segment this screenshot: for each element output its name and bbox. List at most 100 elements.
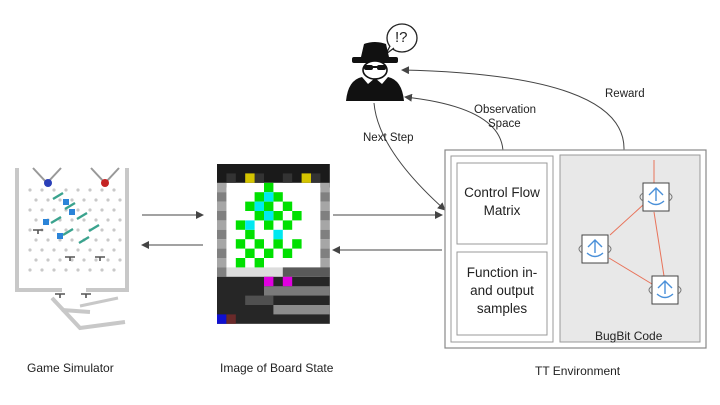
peg xyxy=(46,238,50,242)
blue-bit xyxy=(69,209,75,215)
peg-grid xyxy=(28,188,122,298)
peg xyxy=(58,198,62,202)
peg xyxy=(76,228,80,232)
green-cell xyxy=(254,211,264,221)
thought-text: !? xyxy=(395,29,408,46)
red-cell xyxy=(226,314,236,324)
peg xyxy=(100,208,104,212)
paddle xyxy=(50,215,62,225)
green-cell xyxy=(264,220,274,230)
peg xyxy=(70,238,74,242)
wall-cell xyxy=(217,248,227,258)
peg xyxy=(88,188,92,192)
wall-cell xyxy=(217,239,227,249)
reward-arrow xyxy=(401,66,625,151)
peg xyxy=(76,188,80,192)
green-cell xyxy=(282,248,293,258)
control-flow-line1: Control Flow xyxy=(464,185,540,200)
board-state-image xyxy=(217,164,330,324)
green-cell xyxy=(273,211,283,221)
function-samples-label: Function in- and output samples xyxy=(457,264,547,318)
peg xyxy=(64,248,68,252)
next-step-arrow xyxy=(373,102,446,211)
paddle xyxy=(88,223,100,233)
wall-cell xyxy=(320,229,330,240)
peg xyxy=(28,268,32,272)
wall-cell xyxy=(320,201,330,211)
green-cell xyxy=(245,248,255,258)
bugbit-node xyxy=(578,234,612,264)
peg xyxy=(28,248,32,252)
wall-cell xyxy=(320,211,330,221)
green-cell xyxy=(292,239,302,249)
green-cell xyxy=(273,192,283,202)
function-line3: samples xyxy=(476,301,528,316)
peg xyxy=(82,218,86,222)
observation-arrow xyxy=(404,93,504,156)
green-cell xyxy=(245,201,255,211)
peg xyxy=(88,268,92,272)
peg xyxy=(100,228,104,232)
cyan-cell xyxy=(245,220,255,230)
paddle xyxy=(64,201,76,211)
peg xyxy=(34,258,38,262)
wall-cell xyxy=(217,211,227,221)
green-cell xyxy=(264,201,274,211)
peg xyxy=(52,268,56,272)
peg xyxy=(46,258,50,262)
peg xyxy=(76,268,80,272)
observation-label-line1: Observation xyxy=(474,104,537,116)
blue-cell xyxy=(217,314,227,324)
bottom-ledge xyxy=(282,267,330,277)
notch-cell xyxy=(226,173,236,183)
reward-label: Reward xyxy=(605,88,645,100)
bugbit-graph xyxy=(608,160,665,285)
peg xyxy=(94,258,98,262)
bottom-bar xyxy=(245,295,274,305)
peg xyxy=(40,248,44,252)
wall-cell xyxy=(320,258,330,268)
peg xyxy=(52,188,56,192)
blue-bit xyxy=(43,219,49,225)
wall-cell xyxy=(217,201,227,211)
peg xyxy=(34,238,38,242)
peg xyxy=(70,258,74,262)
peg xyxy=(34,198,38,202)
next-step-label: Next Step xyxy=(363,132,414,144)
yellow-cell xyxy=(301,173,311,183)
bugbit-nodes xyxy=(578,182,682,305)
peg xyxy=(52,248,56,252)
peg xyxy=(118,258,122,262)
function-line2: and output xyxy=(470,283,534,298)
bugbit-code-label: BugBit Code xyxy=(595,329,663,343)
peg xyxy=(76,248,80,252)
gear xyxy=(65,256,75,261)
green-cell xyxy=(282,220,293,230)
control-flow-box xyxy=(456,162,548,245)
peg xyxy=(46,198,50,202)
peg xyxy=(28,188,32,192)
peg xyxy=(70,198,74,202)
green-cell xyxy=(235,220,246,230)
peg xyxy=(100,188,104,192)
green-cell xyxy=(254,258,264,268)
peg xyxy=(100,268,104,272)
wall-cell xyxy=(320,182,330,193)
wall-cell xyxy=(217,192,227,202)
peg xyxy=(40,208,44,212)
bugbit-code-panel xyxy=(559,154,701,343)
wall-cell xyxy=(320,239,330,249)
peg xyxy=(112,248,116,252)
peg xyxy=(106,238,110,242)
control-flow-line2: Matrix xyxy=(483,203,521,218)
notch-cell xyxy=(254,173,264,183)
peg xyxy=(106,218,110,222)
green-cell xyxy=(264,182,274,193)
cyan-cell xyxy=(273,229,283,240)
paddle xyxy=(52,191,64,201)
peg xyxy=(94,198,98,202)
wall-cell xyxy=(217,258,227,268)
green-cell xyxy=(235,239,246,249)
green-cell xyxy=(235,258,246,268)
peg xyxy=(58,238,62,242)
